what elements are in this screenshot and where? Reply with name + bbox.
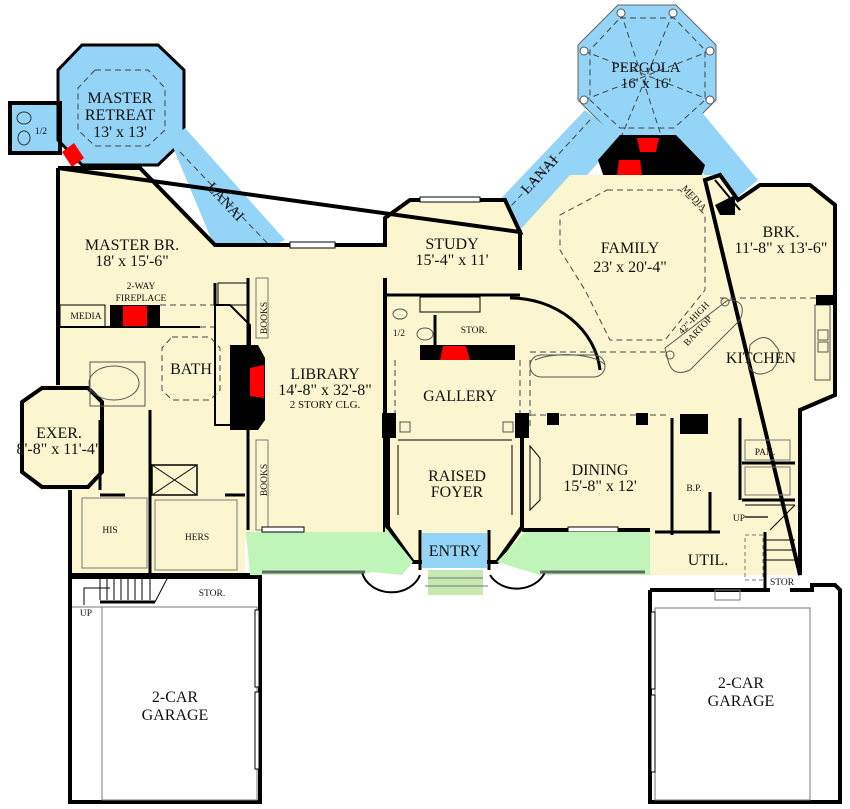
- main-interior: [20, 166, 837, 577]
- pergola-fireplace: [598, 135, 705, 180]
- stor-study-label: STOR.: [461, 326, 488, 336]
- his-label: HIS: [102, 526, 117, 536]
- exer-room: [20, 386, 104, 489]
- bath-label: BATH: [170, 361, 212, 378]
- garage-right-label: 2-CAR: [718, 675, 765, 692]
- master-br-label: MASTER BR.: [85, 237, 179, 254]
- garage-right: [648, 583, 842, 804]
- gallery-label: GALLERY: [423, 388, 497, 405]
- upper-walls: [289, 196, 522, 270]
- pantry-label: PAN.: [755, 448, 776, 458]
- family-details: [559, 179, 741, 341]
- half-bath-retreat-label: 1/2: [35, 127, 47, 137]
- master-br-size: 18' x 15'-6": [95, 253, 169, 270]
- hers-label: HERS: [185, 533, 209, 543]
- kitchen-label: KITCHEN: [726, 350, 797, 367]
- master-retreat-area: [8, 43, 186, 167]
- stor-right-label: STOR: [770, 578, 795, 588]
- kitchen-details: [747, 295, 834, 381]
- exer-label: EXER.: [36, 425, 82, 442]
- pergola-label: PERGOLA: [611, 60, 680, 76]
- brk-label: BRK.: [763, 224, 800, 241]
- fireplace-label: 2-WAY: [127, 282, 156, 292]
- raised-foyer-label-2: FOYER: [431, 484, 484, 501]
- study-label: STUDY: [425, 236, 479, 253]
- family-label: FAMILY: [601, 240, 660, 257]
- lanai-left-area: [170, 128, 285, 248]
- raised-foyer-label: RAISED: [428, 468, 486, 485]
- entry-area: [418, 530, 491, 570]
- bp-label: B.P.: [686, 484, 701, 494]
- books-lower-label: BOOKS: [260, 464, 270, 496]
- garage-left-label-2: GARAGE: [142, 707, 209, 724]
- garage-left: [68, 575, 262, 804]
- brk-size: 11'-8" x 13'-6": [735, 240, 828, 257]
- pergola-area: [577, 4, 717, 141]
- lanai-right-area: [490, 110, 758, 245]
- front-porch: [246, 526, 650, 595]
- family-size: 23' x 20'-4": [593, 259, 667, 276]
- dining-size: 15'-8" x 12': [563, 478, 637, 495]
- bartop-details: [530, 297, 835, 373]
- master-retreat-label: MASTER: [88, 90, 153, 107]
- study-size: 15'-4" x 11': [415, 252, 488, 269]
- fireplace-label-2: FIREPLACE: [116, 294, 167, 304]
- gallery-details: [382, 360, 670, 438]
- stor-left-label: STOR.: [199, 589, 226, 599]
- books-upper-label: BOOKS: [260, 302, 270, 334]
- up-right-label: UP: [733, 514, 745, 524]
- library-details: [230, 277, 387, 540]
- study-details: [385, 293, 520, 360]
- half-bath-study-label: 1/2: [393, 329, 405, 339]
- util-label: UTIL.: [688, 552, 728, 569]
- media-master-label: MEDIA: [70, 312, 101, 322]
- up-left-label: UP: [80, 609, 92, 619]
- library-size: 14'-8" x 32'-8": [278, 382, 371, 399]
- service-area: [655, 414, 796, 590]
- master-retreat-label-2: RETREAT: [85, 107, 155, 124]
- library-note: 2 STORY CLG.: [290, 399, 361, 411]
- entry-label: ENTRY: [429, 543, 482, 560]
- dining-label: DINING: [572, 462, 629, 479]
- exer-size: 8'-8" x 11'-4": [17, 441, 102, 458]
- pergola-size: 16' x 16': [621, 76, 672, 92]
- garage-left-label: 2-CAR: [152, 689, 199, 706]
- dining-walls: [522, 418, 674, 535]
- garage-right-label-2: GARAGE: [708, 693, 775, 710]
- library-label: LIBRARY: [290, 366, 360, 383]
- master-retreat-size: 13' x 13': [93, 124, 147, 141]
